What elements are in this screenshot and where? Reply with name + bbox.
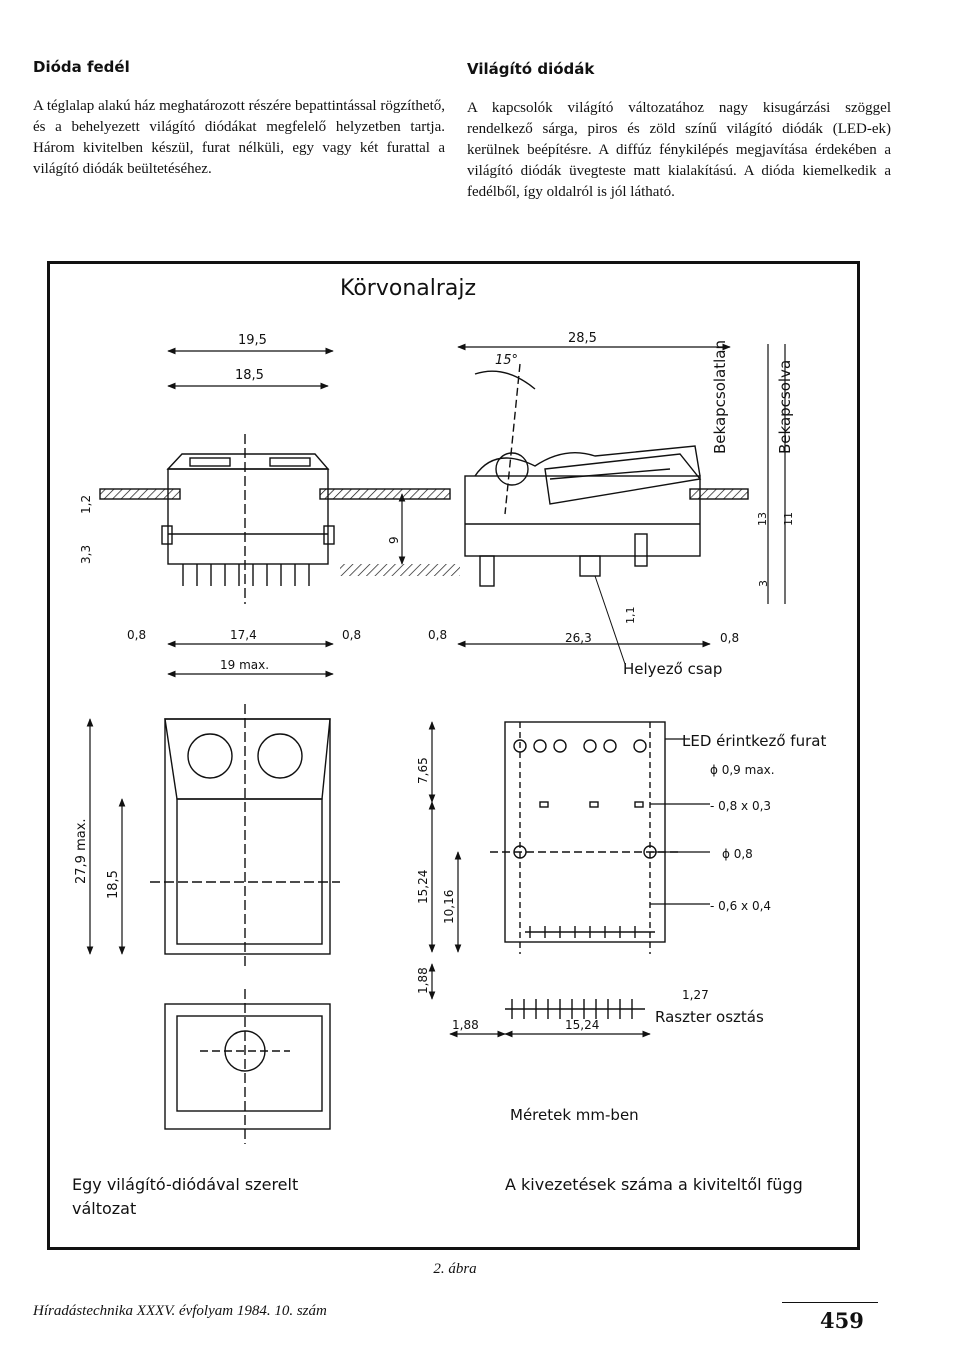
dim-18-5: 18,5 (235, 368, 264, 383)
label-egy-led-2: változat (72, 1199, 136, 1218)
dim-7-65: 7,65 (416, 757, 430, 784)
dimension-lines (167, 343, 786, 678)
page-number: 459 (820, 1308, 864, 1333)
label-phi-08: ϕ 0,8 (722, 847, 753, 861)
label-raszter: Raszter osztás (655, 1008, 764, 1026)
dim-17-4: 17,4 (230, 628, 257, 642)
label-sq-08: - 0,8 x 0,3 (710, 799, 771, 813)
left-column-title: Dióda fedél (33, 58, 130, 76)
dim-10-16: 10,16 (442, 890, 456, 924)
dim-15-24-h: 15,24 (565, 1018, 599, 1032)
dim-0-8-b: 0,8 (342, 628, 361, 642)
pcb-dims (428, 721, 710, 1038)
figure-heading: Körvonalrajz (340, 276, 476, 301)
dim-1-1: 1,1 (624, 607, 637, 625)
journal-reference: Híradástechnika XXXV. évfolyam 1984. 10.… (33, 1303, 327, 1319)
dim-1-27: 1,27 (682, 988, 709, 1002)
dim-3-3: 3,3 (79, 545, 93, 564)
label-sq-06: - 0,6 x 0,4 (710, 899, 771, 913)
dim-3: 3 (757, 580, 770, 587)
dim-28-5: 28,5 (568, 331, 597, 346)
label-bekapcsolva: Bekapcsolva (776, 360, 794, 454)
dim-18-5-v: 18,5 (106, 870, 121, 899)
dim-9: 9 (387, 536, 401, 544)
label-phi-09: ϕ 0,9 max. (710, 763, 775, 777)
side-view-right (464, 363, 749, 587)
page-number-rule (782, 1302, 878, 1303)
dim-15-24-v: 15,24 (416, 870, 430, 904)
dim-27-9-max: 27,9 max. (74, 818, 89, 884)
dim-0-8-c: 0,8 (428, 628, 447, 642)
right-column-title: Világító diódák (467, 60, 595, 78)
dim-19-max: 19 max. (220, 658, 269, 672)
dim-1-88-h: 1,88 (452, 1018, 479, 1032)
top-view-one-led (164, 989, 331, 1144)
dim-19-5: 19,5 (238, 333, 267, 348)
label-egy-led-1: Egy világító-diódával szerelt (72, 1175, 298, 1194)
side-view-left (99, 434, 460, 604)
technical-drawing: Körvonalrajz (72, 276, 826, 1218)
left-column-text: A téglalap alakú ház meghatározott részé… (33, 98, 445, 177)
dim-1-88-v: 1,88 (416, 967, 430, 994)
label-bekapcsolatlan: Bekapcsolatlan (711, 340, 729, 454)
dim-13: 13 (756, 512, 769, 526)
figure-caption: 2. ábra (433, 1261, 477, 1277)
dim-1-2: 1,2 (79, 495, 93, 514)
top-view-dims (86, 718, 126, 955)
dim-11: 11 (782, 512, 795, 526)
dim-0-8-a: 0,8 (127, 628, 146, 642)
label-helyezo-csap: Helyező csap (623, 660, 722, 678)
label-led-furat: LED érintkező furat (682, 732, 826, 750)
dim-26-3: 26,3 (565, 631, 592, 645)
dim-angle: 15° (495, 353, 518, 368)
pcb-layout (490, 721, 680, 1019)
label-kivezetesek: A kivezetések száma a kiviteltől függ (505, 1175, 803, 1194)
figure-frame: Körvonalrajz (47, 261, 860, 1250)
dim-0-8-d: 0,8 (720, 631, 739, 645)
label-meretek: Méretek mm-ben (510, 1106, 639, 1124)
right-column-text: A kapcsolók világító változatához nagy k… (467, 100, 891, 200)
top-view-two-leds (150, 704, 340, 969)
